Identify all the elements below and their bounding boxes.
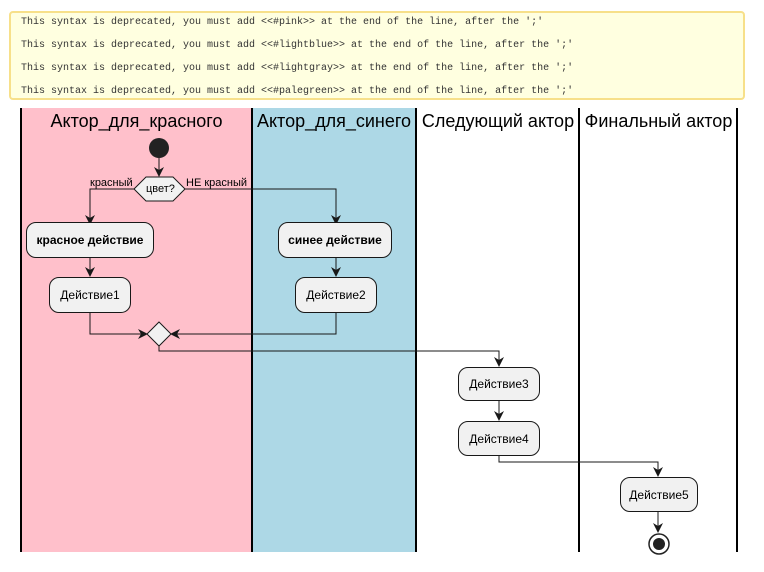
start-node bbox=[149, 138, 169, 158]
lane-divider bbox=[20, 108, 22, 552]
warning-line-lightblue: This syntax is deprecated, you must add … bbox=[21, 40, 574, 51]
lane-title-red-actor: Актор_для_красного bbox=[50, 111, 223, 131]
deprecation-warning-box: This syntax is deprecated, you must add … bbox=[9, 11, 745, 100]
lane-title-next-actor: Следующий актор bbox=[421, 111, 575, 131]
branch-label-yes: красный bbox=[90, 177, 133, 189]
branch-label-no: НЕ красный bbox=[186, 177, 248, 189]
lane-divider bbox=[736, 108, 738, 552]
lane-divider bbox=[415, 108, 417, 552]
warning-line-lightgray: This syntax is deprecated, you must add … bbox=[21, 63, 574, 74]
lane-title-blue-actor: Актор_для_синего bbox=[256, 111, 412, 131]
action2-node: Действие2 bbox=[295, 277, 377, 313]
lane-background-blue bbox=[253, 108, 415, 552]
lane-title-final-actor: Финальный актор bbox=[584, 111, 733, 131]
warning-line-palegreen: This syntax is deprecated, you must add … bbox=[21, 86, 574, 97]
lane-background-red bbox=[21, 108, 252, 552]
action4-node: Действие4 bbox=[458, 421, 540, 456]
action3-node: Действие3 bbox=[458, 367, 540, 401]
action5-node: Действие5 bbox=[620, 477, 698, 512]
merge-diamond bbox=[146, 321, 172, 347]
warning-line-pink: This syntax is deprecated, you must add … bbox=[21, 17, 544, 28]
red-action-node: красное действие bbox=[26, 222, 154, 258]
lane-divider bbox=[251, 108, 253, 552]
decision-question: цвет? bbox=[146, 183, 175, 195]
lane-divider bbox=[578, 108, 580, 552]
blue-action-node: синее действие bbox=[278, 222, 392, 258]
action1-node: Действие1 bbox=[49, 277, 131, 313]
